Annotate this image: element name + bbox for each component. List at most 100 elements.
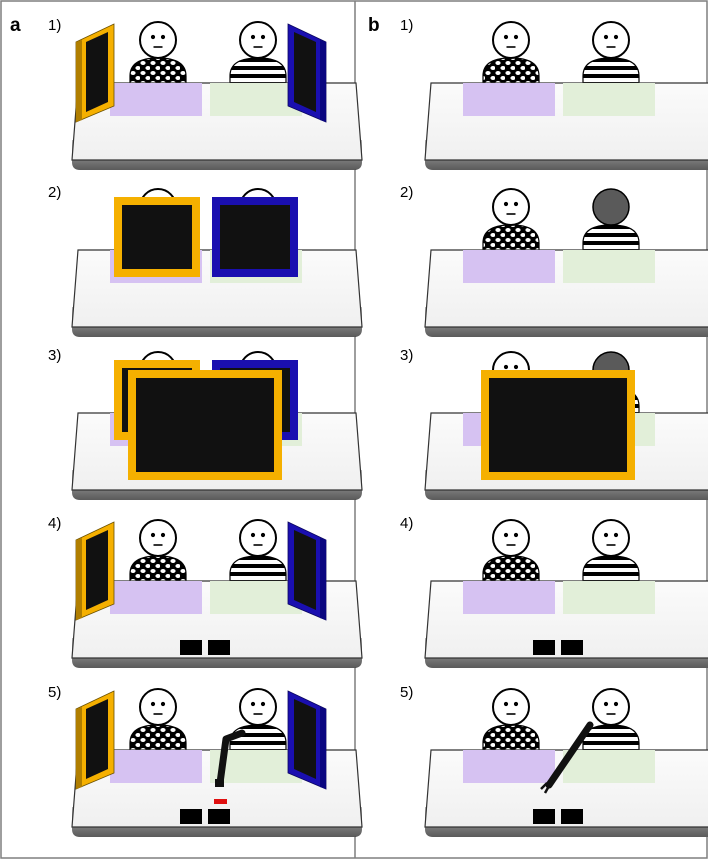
eye-icon: [603, 532, 609, 538]
eye-icon: [260, 701, 266, 707]
green-mat: [210, 581, 302, 614]
screen-pane: [294, 530, 316, 610]
eye-icon: [250, 34, 256, 40]
purple-mat: [110, 581, 202, 614]
eye-icon: [613, 701, 619, 707]
screen-pane: [86, 530, 108, 610]
eye-icon: [513, 701, 519, 707]
eye-icon: [513, 34, 519, 40]
panel-letter-a: a: [10, 15, 21, 36]
eye-icon: [250, 701, 256, 707]
scene-step: 5): [400, 684, 708, 837]
eye-icon: [513, 532, 519, 538]
person-head: [592, 688, 630, 726]
eye-icon: [503, 201, 509, 207]
person-head: [139, 688, 177, 726]
eye-icon: [503, 701, 509, 707]
object-block-left: [533, 640, 555, 655]
scene-step: 2): [400, 184, 708, 337]
left-side-screen: [75, 690, 115, 790]
step-label: 3): [400, 347, 413, 364]
eye-icon: [160, 34, 166, 40]
board-pane: [489, 378, 627, 472]
person-head: [492, 188, 530, 226]
person-head: [592, 21, 630, 59]
board-pane: [136, 378, 274, 472]
purple-mat: [110, 83, 202, 116]
right-side-screen: [287, 521, 327, 621]
eye-icon: [503, 532, 509, 538]
screen-edge: [76, 538, 82, 620]
screen-edge: [76, 707, 82, 789]
eye-icon: [260, 34, 266, 40]
step-label: 4): [48, 515, 61, 532]
person-head: [592, 519, 630, 557]
eye-icon: [603, 701, 609, 707]
red-marker: [214, 799, 227, 804]
eye-icon: [613, 532, 619, 538]
person-head: [492, 21, 530, 59]
person-head: [492, 519, 530, 557]
person-head: [139, 21, 177, 59]
green-mat: [563, 750, 655, 783]
step-label: 2): [48, 184, 61, 201]
eye-icon: [513, 201, 519, 207]
scene-step: 3): [48, 347, 363, 500]
green-mat: [563, 83, 655, 116]
purple-mat: [110, 750, 202, 783]
person-head: [139, 519, 177, 557]
eye-icon: [513, 364, 519, 370]
scene-step: 4): [48, 515, 363, 668]
scene-step: 1): [48, 17, 363, 170]
screen-pane: [294, 32, 316, 112]
person-head: [492, 688, 530, 726]
left-side-screen: [75, 23, 115, 123]
scene-step: 1): [400, 17, 708, 170]
hand: [215, 779, 224, 787]
panel-letter-b: b: [368, 15, 380, 36]
eye-icon: [503, 34, 509, 40]
scene-step: 5): [48, 684, 363, 837]
occluder-blue-small: [212, 197, 298, 277]
step-label: 5): [48, 684, 61, 701]
eye-icon: [603, 34, 609, 40]
reaching-arm: [216, 729, 246, 787]
person-head: [239, 519, 277, 557]
reaching-arm: [545, 721, 594, 789]
step-label: 1): [48, 17, 61, 34]
right-side-screen: [287, 23, 327, 123]
person-head: [239, 688, 277, 726]
person-head-hidden: [592, 188, 630, 226]
eye-icon: [250, 532, 256, 538]
board-pane: [220, 205, 290, 269]
purple-mat: [463, 83, 555, 116]
eye-icon: [160, 701, 166, 707]
step-label: 1): [400, 17, 413, 34]
eye-icon: [150, 532, 156, 538]
board-pane: [122, 205, 192, 269]
step-label: 3): [48, 347, 61, 364]
screen-edge: [320, 538, 326, 620]
step-label: 5): [400, 684, 413, 701]
screen-pane: [294, 699, 316, 779]
eye-icon: [503, 364, 509, 370]
object-block-left: [180, 809, 202, 824]
occluder-orange-small: [114, 197, 200, 277]
left-side-screen: [75, 521, 115, 621]
green-mat: [563, 581, 655, 614]
green-mat: [210, 83, 302, 116]
right-side-screen: [287, 690, 327, 790]
purple-mat: [463, 250, 555, 283]
eye-icon: [260, 532, 266, 538]
scene-step: 2): [48, 184, 363, 337]
eye-icon: [150, 34, 156, 40]
screen-edge: [320, 40, 326, 122]
screen-edge: [76, 40, 82, 122]
object-block-left: [180, 640, 202, 655]
purple-mat: [463, 750, 555, 783]
step-label: 2): [400, 184, 413, 201]
screen-pane: [86, 32, 108, 112]
screen-edge: [320, 707, 326, 789]
eye-icon: [150, 701, 156, 707]
